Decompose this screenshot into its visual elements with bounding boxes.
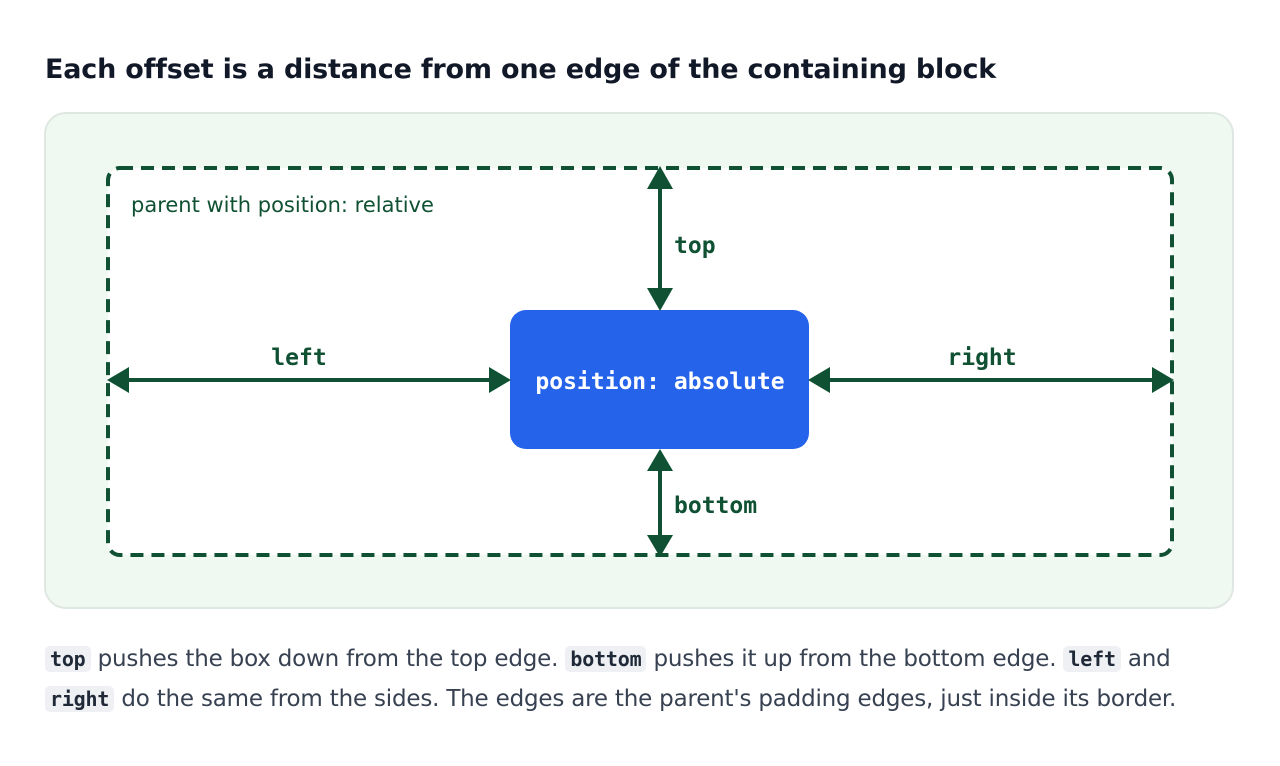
code-right: right	[45, 686, 115, 712]
caption-text: and	[1120, 646, 1171, 672]
child-box	[510, 310, 809, 449]
section-heading: Each offset is a distance from one edge …	[45, 54, 997, 85]
left-arrowhead-left	[107, 367, 129, 393]
bottom-arrowhead-down	[647, 535, 673, 557]
right-offset-label: right	[947, 345, 1016, 371]
left-offset-label: left	[271, 345, 326, 371]
right-offset-arrow	[808, 367, 1174, 393]
code-top: top	[45, 646, 91, 672]
right-arrowhead-left	[808, 367, 830, 393]
left-offset-arrow	[107, 367, 511, 393]
top-arrowhead-up	[647, 166, 673, 189]
bottom-offset-label: bottom	[674, 493, 757, 519]
code-bottom: bottom	[565, 646, 647, 672]
caption-text: do the same from the sides. The edges ar…	[114, 686, 1177, 712]
bottom-arrowhead-up	[647, 449, 673, 471]
bottom-offset-arrow	[647, 449, 673, 557]
child-label: position: absolute	[535, 369, 784, 395]
top-offset-arrow	[647, 166, 673, 311]
top-offset-label: top	[674, 233, 716, 259]
top-arrowhead-down	[647, 288, 673, 311]
right-arrowhead-right	[1152, 367, 1174, 393]
caption-text: pushes the box down from the top edge.	[90, 646, 566, 672]
parent-label: parent with position: relative	[131, 193, 434, 217]
caption-text: pushes it up from the bottom edge.	[646, 646, 1064, 672]
left-arrowhead-right	[489, 367, 511, 393]
code-left: left	[1063, 646, 1121, 672]
caption-paragraph: top pushes the box down from the top edg…	[45, 639, 1240, 719]
